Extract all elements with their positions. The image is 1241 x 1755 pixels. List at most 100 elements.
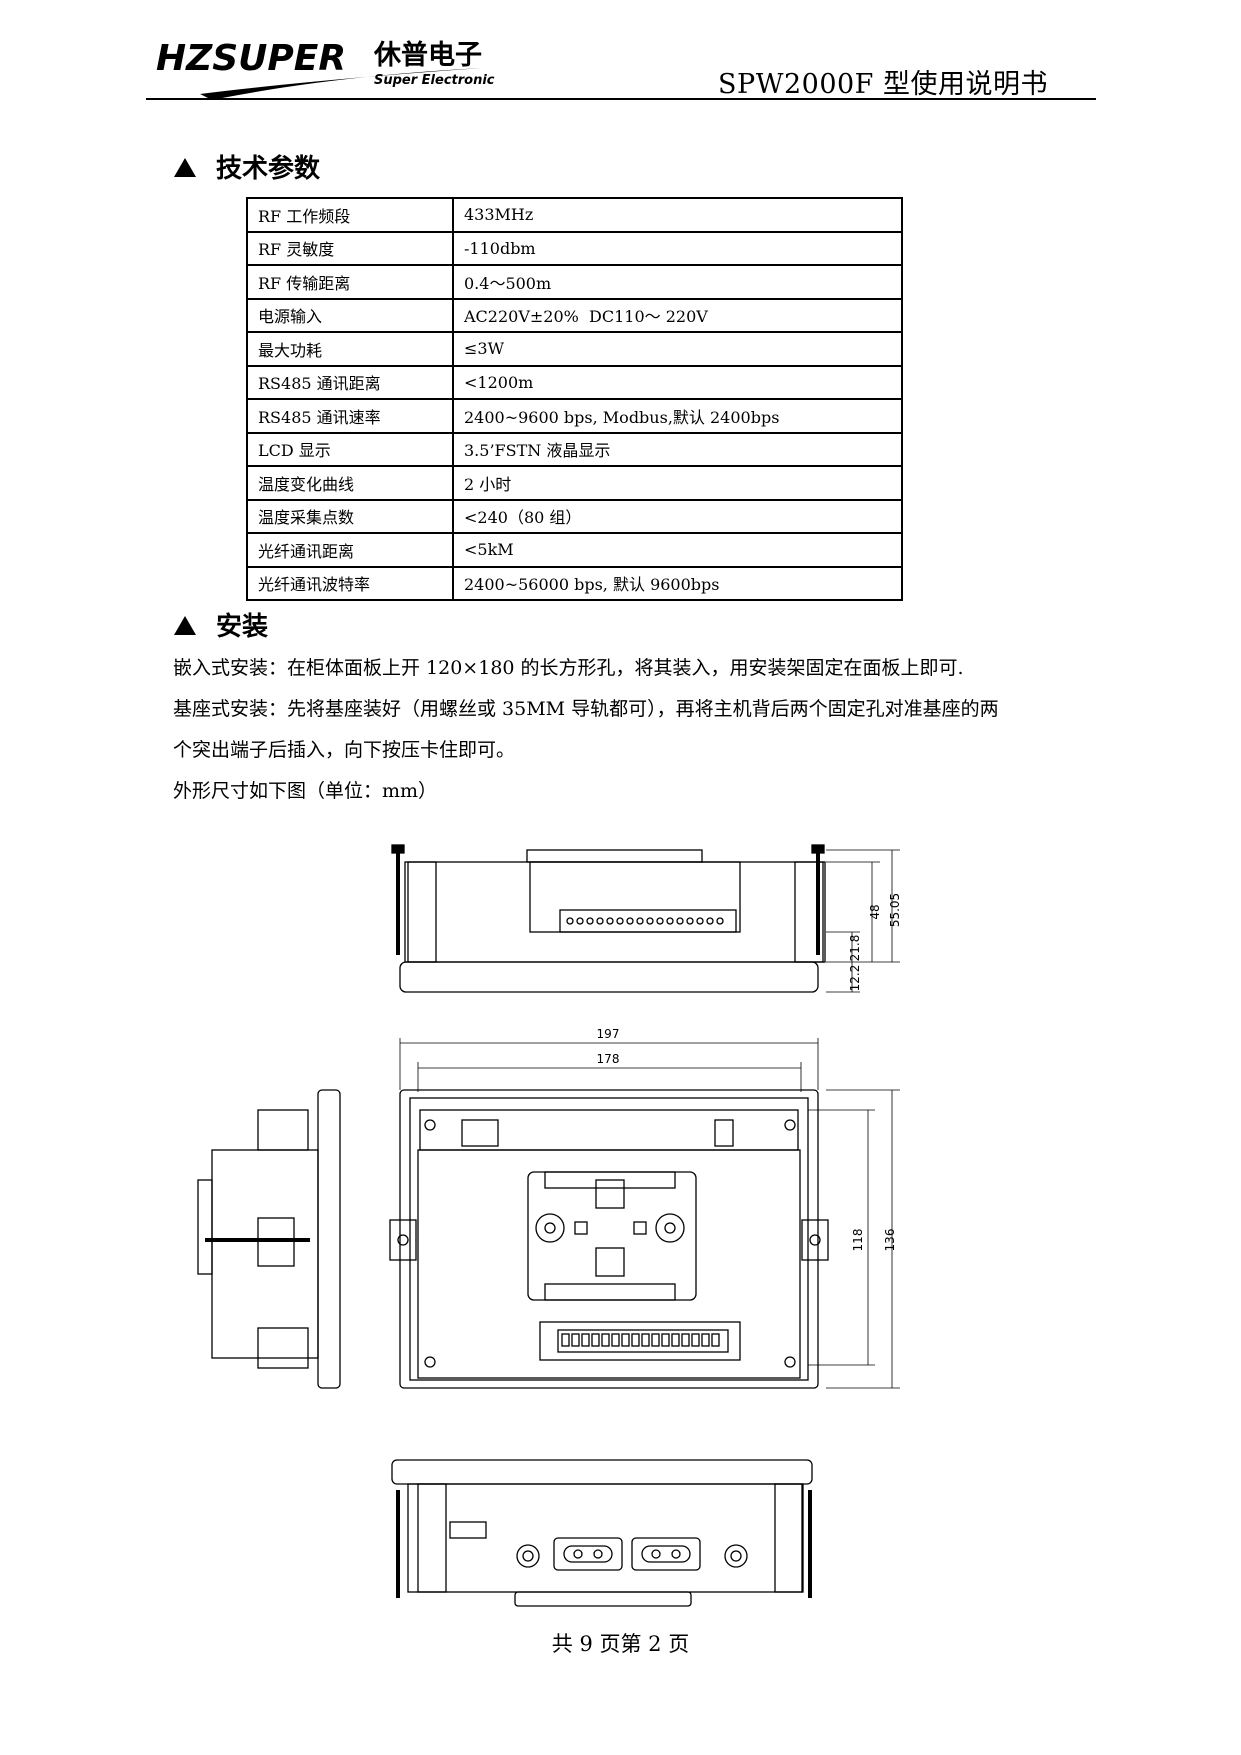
- logo-brand-text: HZSUPER: [156, 38, 346, 79]
- left-screw-head: [391, 844, 405, 854]
- back-view-top-band: [419, 1109, 799, 1151]
- table-row: RF 灵敏度-110dbm: [246, 230, 903, 266]
- dim-12-2: 12.2: [848, 965, 862, 992]
- table-row: RS485 通讯距离<1200m: [246, 364, 903, 400]
- side-view-rail: [197, 1179, 213, 1275]
- dim-197: 197: [597, 1027, 620, 1041]
- bottom-view-bracket-right: [774, 1483, 804, 1593]
- top-view-panel: [399, 961, 819, 993]
- install-paragraph-base: 基座式安装：先将基座装好（用螺丝或 35MM 导轨都可），再将主机背后两个固定孔…: [173, 698, 999, 720]
- section-heading-specs: 技术参数: [174, 148, 320, 185]
- bottom-view: [391, 1459, 813, 1607]
- screw-hole: [424, 1356, 436, 1368]
- spec-value: <240（80 组）: [452, 498, 903, 534]
- rj45-port: [461, 1119, 499, 1147]
- spec-key: RF 传输距离: [246, 264, 454, 300]
- spec-key: 温度采集点数: [246, 498, 454, 534]
- side-view: [197, 1089, 341, 1389]
- spec-key: RS485 通讯距离: [246, 364, 454, 400]
- side-view-panel: [317, 1089, 341, 1389]
- back-view-inner: [409, 1097, 809, 1381]
- spec-key: LCD 显示: [246, 431, 454, 467]
- install-paragraph-base-cont: 个突出端子后插入，向下按压卡住即可。: [173, 739, 516, 761]
- spec-value: 2400~56000 bps, 默认 9600bps: [452, 565, 903, 601]
- spec-value: <1200m: [452, 364, 903, 400]
- spec-key: RF 工作频段: [246, 197, 454, 233]
- spec-key: 最大功耗: [246, 331, 454, 367]
- section-heading-text: 安装: [216, 612, 269, 642]
- bottom-terminal-pins: [561, 1333, 720, 1347]
- side-view-body: [211, 1149, 319, 1359]
- table-row: 温度采集点数<240（80 组）: [246, 498, 903, 534]
- spec-value: 2 小时: [452, 465, 903, 501]
- mount-hole-left: [535, 1213, 565, 1243]
- screw-hole: [784, 1356, 796, 1368]
- spec-value: 0.4～500m: [452, 264, 903, 300]
- back-view-frame: [399, 1089, 819, 1389]
- connector-port: [714, 1119, 734, 1147]
- bottom-view-tab: [449, 1521, 487, 1539]
- spec-value: AC220V±20% DC110～ 220V: [452, 297, 903, 333]
- spec-value: <5kM: [452, 532, 903, 568]
- right-screw-head: [811, 844, 825, 854]
- dim-118: 118: [851, 1229, 865, 1252]
- bottom-terminal: [539, 1321, 741, 1361]
- top-view-body: [404, 861, 826, 963]
- spec-value: 433MHz: [452, 197, 903, 233]
- spec-key: 电源输入: [246, 297, 454, 333]
- mount-base-rail: [544, 1171, 676, 1189]
- bottom-view-clip: [514, 1591, 692, 1607]
- section-heading-text: 技术参数: [216, 154, 321, 184]
- spec-key: RS485 通讯速率: [246, 398, 454, 434]
- table-row: 最大功耗≤3W: [246, 331, 903, 367]
- top-view-terminal: [559, 909, 737, 933]
- dimension-caption: 外形尺寸如下图（单位：mm）: [173, 780, 438, 802]
- dim-21-8: 21.8: [848, 935, 862, 962]
- back-view-body: [417, 1149, 801, 1379]
- bottom-view-bracket-left: [417, 1483, 447, 1593]
- logo-cn-text: 休普电子: [373, 39, 482, 71]
- document-title: SPW2000F 型使用说明书: [718, 69, 1048, 100]
- logo-swoosh: [200, 68, 482, 98]
- dim-178: 178: [597, 1052, 620, 1066]
- fiber-port-2: [631, 1537, 701, 1571]
- bottom-terminal-inner: [557, 1329, 729, 1353]
- spec-value: -110dbm: [452, 230, 903, 266]
- mount-base: [527, 1171, 697, 1301]
- dim-136: 136: [883, 1229, 897, 1252]
- right-bracket: [794, 861, 824, 963]
- fiber-port-1: [553, 1537, 623, 1571]
- screw-hole: [784, 1119, 796, 1131]
- top-view: [391, 844, 900, 993]
- side-view-clip: [257, 1217, 295, 1267]
- section-heading-install: 安装: [174, 606, 268, 643]
- company-logo: HZSUPER 休普电子 Super Electronic: [156, 38, 495, 98]
- top-view-module: [529, 861, 741, 933]
- side-view-bracket-top: [257, 1109, 309, 1151]
- side-clip-left: [389, 1219, 417, 1261]
- triangle-bullet-icon: [174, 158, 196, 177]
- screw-hole: [424, 1119, 436, 1131]
- back-view: [389, 1038, 900, 1389]
- side-clip-right: [801, 1219, 829, 1261]
- spec-key: 光纤通讯距离: [246, 532, 454, 568]
- spec-key: RF 灵敏度: [246, 230, 454, 266]
- top-view-clip: [526, 849, 703, 863]
- spec-key: 光纤通讯波特率: [246, 565, 454, 601]
- bottom-view-body: [407, 1483, 803, 1593]
- page-header: HZSUPER 休普电子 Super Electronic SPW2000F 型…: [146, 28, 1096, 100]
- spec-value: ≤3W: [452, 331, 903, 367]
- spec-value: 3.5’FSTN 液晶显示: [452, 431, 903, 467]
- mount-hole-right: [655, 1213, 685, 1243]
- table-row: 光纤通讯距离<5kM: [246, 532, 903, 568]
- dim-55-05: 55.05: [888, 893, 902, 927]
- spec-key: 温度变化曲线: [246, 465, 454, 501]
